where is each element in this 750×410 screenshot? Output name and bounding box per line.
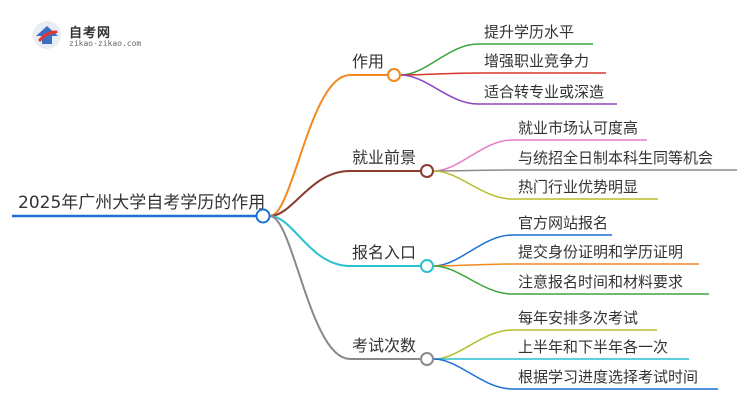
leaf-topic: 官方网站报名 — [518, 214, 608, 232]
leaf-topic: 适合转专业或深造 — [484, 83, 604, 101]
root-topic: 2025年广州大学自考学历的作用 — [18, 193, 265, 213]
leaf-topic: 每年安排多次考试 — [518, 309, 638, 327]
leaf-connector — [433, 358, 513, 390]
site-logo[interactable]: 自考网 zikao-zikao.com — [32, 20, 142, 50]
root-node[interactable] — [255, 208, 271, 224]
leaf-topic: 上半年和下半年各一次 — [518, 338, 668, 356]
graduation-cap-icon — [33, 21, 61, 49]
leaf-connector — [433, 265, 513, 295]
leaf-topic: 提交身份证明和学历证明 — [518, 243, 683, 261]
leaf-connector — [433, 170, 513, 200]
branch-node[interactable] — [420, 352, 434, 366]
leaf-topic: 根据学习进度选择考试时间 — [518, 368, 698, 386]
leaf-connector — [433, 139, 513, 172]
leaf-topic: 增强职业竞争力 — [484, 52, 589, 70]
leaf-connector — [400, 72, 479, 76]
logo-title: 自考网 — [69, 26, 112, 41]
leaf-topic: 提升学历水平 — [484, 23, 574, 41]
branch-topic: 就业前景 — [352, 148, 416, 167]
branch-connector — [269, 170, 351, 217]
branch-node[interactable] — [420, 259, 434, 273]
leaf-topic: 与统招全日制本科生同等机会 — [518, 149, 713, 167]
branch-topic: 作用 — [352, 52, 384, 71]
branch-connector — [269, 215, 351, 267]
leaf-topic: 注意报名时间和材料要求 — [518, 273, 683, 291]
branch-node[interactable] — [387, 68, 401, 82]
leaf-connector — [433, 234, 513, 267]
leaf-topic: 热门行业优势明显 — [518, 178, 638, 196]
leaf-connector — [400, 43, 479, 76]
leaf-connector — [433, 169, 513, 172]
leaf-connector — [400, 74, 479, 105]
branch-connector — [269, 74, 351, 217]
branch-topic: 考试次数 — [352, 336, 416, 355]
leaf-connector — [433, 329, 513, 360]
branch-node[interactable] — [420, 164, 434, 178]
leaf-topic: 就业市场认可度高 — [518, 119, 638, 137]
logo-url: zikao-zikao.com — [69, 39, 142, 48]
branch-topic: 报名入口 — [352, 243, 416, 262]
branch-connector — [269, 215, 351, 360]
